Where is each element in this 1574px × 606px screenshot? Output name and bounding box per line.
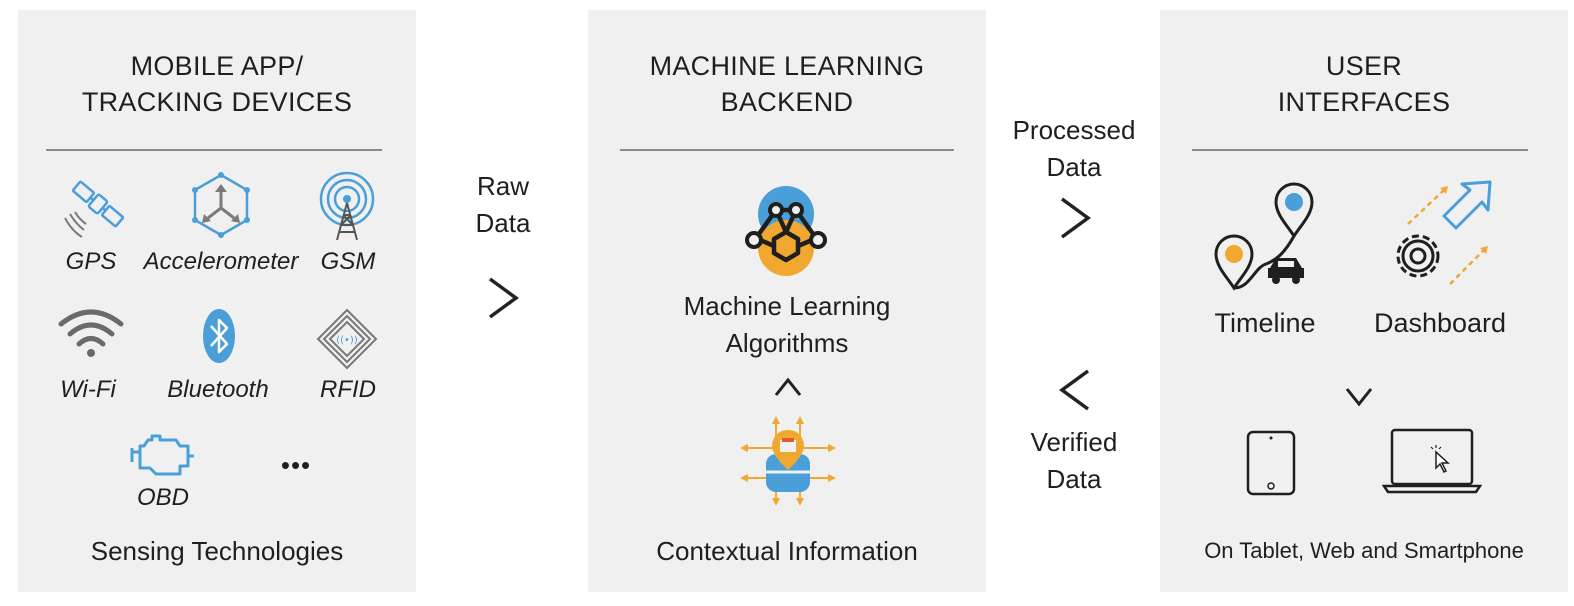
gps-label: GPS [65,248,117,275]
chevron-left-icon [1059,369,1090,411]
timeline-route-icon [1214,182,1314,291]
sensing-panel: MOBILE APP/ TRACKING DEVICES GPS Acceler… [18,10,416,592]
divider [620,149,954,151]
chevron-right-icon [1060,197,1091,239]
rfid-chip-icon: ((•)) [316,308,378,370]
raw-data-label: Raw Data [475,171,531,238]
backend-panel: MACHINE LEARNING BACKEND Machine Learnin… [588,10,986,592]
timeline-label: Timeline [1214,308,1316,338]
gsm-label: GSM [320,248,376,275]
engine-icon [130,434,194,476]
rfid-label: RFID [320,376,376,403]
neural-network-icon [745,186,827,276]
user-interfaces-title: USER INTERFACES [1277,51,1451,117]
dashboard-gear-icon [1396,180,1492,285]
tablet-icon [1246,430,1296,496]
platforms-label: On Tablet, Web and Smartphone [1204,538,1524,563]
bluetooth-label: Bluetooth [167,376,269,403]
context-location-icon [740,416,836,506]
wifi-icon [58,309,124,357]
obd-label: OBD [136,484,189,511]
sensing-title: MOBILE APP/ TRACKING DEVICES [81,51,353,117]
verified-data-label: Verified Data [1030,427,1118,494]
chevron-down-icon [1345,388,1373,407]
processed-data-label: Processed Data [1012,115,1136,182]
contextual-info-label: Contextual Information [656,536,918,566]
laptop-icon [1382,428,1482,494]
sensing-footer: Sensing Technologies [90,536,344,566]
wifi-label: Wi-Fi [60,376,116,403]
ml-algorithms-label: Machine Learning Algorithms [683,291,891,358]
chevron-up-icon [774,377,802,396]
accelerometer-label: Accelerometer [143,248,299,275]
svg-text:((•)): ((•)) [336,335,358,346]
accelerometer-icon [192,172,250,238]
chevron-right-icon [488,277,519,319]
bluetooth-icon [203,309,235,363]
satellite-icon [64,180,125,238]
divider [46,149,382,151]
dashboard-label: Dashboard [1373,308,1507,338]
more-items-ellipsis: ••• [280,450,312,480]
divider [1192,149,1528,151]
antenna-tower-icon [319,171,375,241]
backend-title: MACHINE LEARNING BACKEND [649,51,925,117]
user-interfaces-panel: USER INTERFACES Timeline Dashboard [1160,10,1568,592]
